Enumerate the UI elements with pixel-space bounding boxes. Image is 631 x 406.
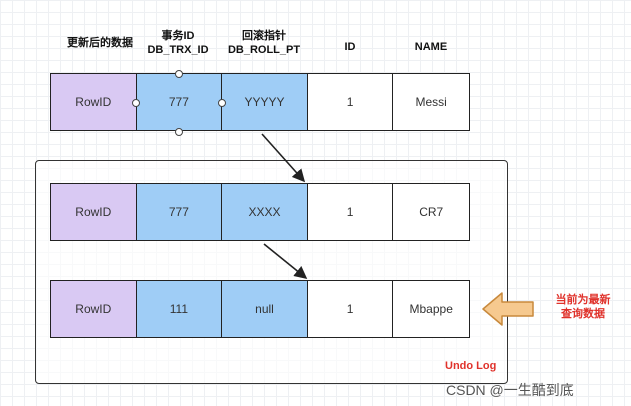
- header-trx-id-line1: 事务ID: [161, 30, 195, 42]
- current-query-label: 当前为最新 查询数据: [540, 293, 626, 321]
- roll-pointer-arrow-1: [261, 133, 306, 183]
- cell-id: 1: [307, 184, 394, 240]
- selection-handle-bottom[interactable]: [175, 128, 183, 136]
- roll-pointer-arrow-2: [263, 243, 308, 280]
- table-row-undo-2[interactable]: RowID 111 null 1 Mbappe: [50, 280, 470, 338]
- cell-roll-ptr: XXXX: [222, 184, 308, 240]
- cell-trx-id: 111: [136, 281, 223, 337]
- cell-rowid: RowID: [51, 74, 137, 130]
- cell-id: 1: [307, 74, 394, 130]
- cell-name: Messi: [393, 74, 470, 130]
- undo-log-label: Undo Log: [445, 360, 497, 372]
- cell-name: Mbappe: [393, 281, 470, 337]
- header-trx-id-line2: DB_TRX_ID: [147, 44, 209, 56]
- cell-trx-id: 777: [136, 74, 223, 130]
- header-trx-id: 事务ID DB_TRX_ID: [135, 29, 221, 57]
- header-roll-ptr: 回滚指针 DB_ROLL_PT: [221, 29, 307, 57]
- watermark: CSDN @一生酷到底: [446, 382, 574, 398]
- cell-roll-ptr: YYYYY: [222, 74, 308, 130]
- header-roll-ptr-line2: DB_ROLL_PT: [227, 44, 301, 56]
- selection-handle-left[interactable]: [132, 99, 140, 107]
- header-name: NAME: [414, 41, 448, 53]
- table-row-current[interactable]: RowID 777 YYYYY 1 Messi: [50, 73, 470, 131]
- cell-trx-id: 777: [136, 184, 223, 240]
- cell-rowid: RowID: [51, 184, 137, 240]
- cell-name: CR7: [393, 184, 470, 240]
- header-id: ID: [344, 41, 356, 53]
- selection-handle-right[interactable]: [218, 99, 226, 107]
- current-query-line1: 当前为最新: [555, 294, 611, 306]
- cell-roll-ptr: null: [222, 281, 308, 337]
- header-roll-ptr-line1: 回滚指针: [242, 30, 286, 42]
- current-query-arrow-icon: [482, 292, 534, 326]
- header-updated-data: 更新后的数据: [67, 37, 133, 49]
- cell-rowid: RowID: [51, 281, 137, 337]
- cell-id: 1: [307, 281, 394, 337]
- current-query-line2: 查询数据: [561, 308, 605, 320]
- table-row-undo-1[interactable]: RowID 777 XXXX 1 CR7: [50, 183, 470, 241]
- selection-handle-top[interactable]: [175, 70, 183, 78]
